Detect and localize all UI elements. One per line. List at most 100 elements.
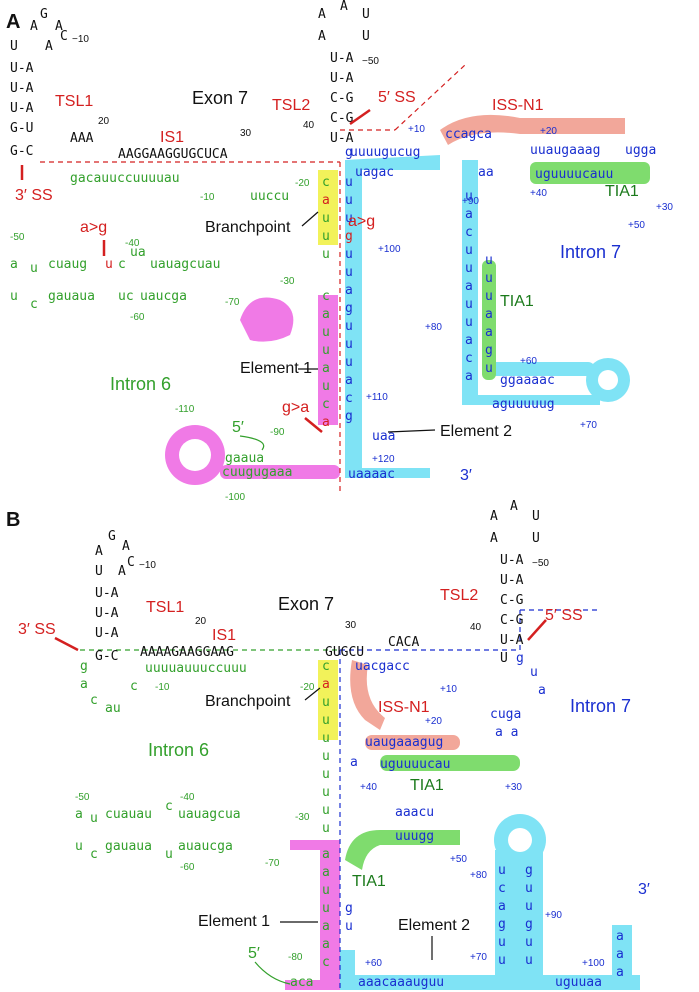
num-p20-b: +20: [425, 716, 442, 727]
num-p60-b: +60: [365, 958, 382, 969]
svg-text:u: u: [322, 731, 330, 746]
svg-text:c: c: [322, 955, 330, 970]
is1-label-b: IS1: [212, 627, 236, 644]
ss3-arrow-b: [54, 636, 79, 652]
svg-text:c: c: [322, 397, 330, 412]
svg-text:U-A: U-A: [330, 51, 354, 66]
element1-label-a: Element 1: [240, 360, 312, 377]
mutation-ga-a: g>a: [282, 399, 309, 416]
intron7-stem-highlight: [462, 160, 600, 405]
intron7-hairpin-hole-b: [508, 828, 532, 852]
svg-text:u: u: [465, 189, 473, 204]
exon7-label-b: Exon 7: [278, 594, 334, 614]
tia1-highlight-a1: [530, 162, 650, 184]
svg-text:u: u: [345, 247, 353, 262]
num-40-b: 40: [470, 622, 482, 633]
svg-text:g: g: [345, 301, 353, 316]
tail-highlight-b: [612, 925, 632, 985]
intron7-stem-b2: uca guu guu guu: [498, 863, 533, 968]
svg-text:c: c: [118, 257, 126, 272]
exon7-label-a: Exon 7: [192, 88, 248, 108]
tia1-label-b2: TIA1: [352, 873, 386, 890]
prime5-a: 5′: [232, 419, 244, 436]
tia1-label-a1: TIA1: [605, 183, 639, 200]
svg-text:g: g: [525, 917, 533, 932]
svg-text:u: u: [322, 247, 330, 262]
branch-column-a: ca uuu: [322, 175, 330, 262]
element2-highlight-b: [340, 950, 640, 990]
svg-text:u: u: [75, 839, 83, 854]
svg-text:C-G: C-G: [330, 91, 354, 106]
num-p90-b: +90: [545, 910, 562, 921]
num-40: 40: [303, 120, 315, 131]
svg-text:cuga: cuga: [490, 707, 521, 722]
num-m40-a: -40: [125, 238, 140, 249]
svg-text:uauagcua: uauagcua: [178, 807, 241, 822]
svg-text:a: a: [322, 307, 330, 322]
intron7-a-b: a: [350, 755, 358, 770]
prime3-b: 3′: [638, 881, 650, 898]
svg-text:g: g: [345, 229, 353, 244]
svg-text:A: A: [510, 499, 518, 514]
num-p100-a: +100: [378, 244, 401, 255]
num-p90-a: +90: [462, 196, 479, 207]
intron7-label-a: Intron 7: [560, 242, 621, 262]
svg-text:a: a: [465, 369, 473, 384]
num-20-b: 20: [195, 616, 207, 627]
tail-b: uguuaa: [555, 975, 602, 990]
num-m70-a: -70: [225, 297, 240, 308]
svg-text:U: U: [95, 564, 103, 579]
branchpoint-label-b: Branchpoint: [205, 693, 291, 710]
svg-text:U-A: U-A: [330, 131, 354, 146]
tsl2-label: TSL2: [272, 97, 310, 114]
intron7-stem-b: uuu aag u: [485, 253, 493, 376]
tia-seq-b: uaugaaagug: [365, 735, 443, 750]
ss5-arrow-b: [527, 619, 547, 641]
svg-text:u: u: [345, 919, 353, 934]
num-m40-b: -40: [180, 792, 195, 803]
svg-text:C-G: C-G: [500, 593, 524, 608]
svg-text:U-A: U-A: [500, 553, 524, 568]
svg-text:a: a: [75, 807, 83, 822]
tia-seq-a: uuaugaaag: [530, 143, 600, 158]
svg-text:G-C: G-C: [95, 649, 118, 664]
svg-text:u: u: [345, 337, 353, 352]
branchpoint-label-a: Branchpoint: [205, 219, 291, 236]
intron7-uuugg-b: uuugg: [395, 829, 434, 844]
svg-text:a: a: [465, 279, 473, 294]
num-30-b: 30: [345, 620, 357, 631]
num-p120-a: +120: [372, 454, 395, 465]
svg-text:U-A: U-A: [95, 626, 119, 641]
svg-text:u: u: [322, 229, 330, 244]
ss5-diagonal: [394, 64, 466, 131]
intron7-column-a: g uuu gu uag uuu acg: [345, 145, 353, 424]
num-p50-b: +50: [450, 854, 467, 865]
svg-text:gauaua: gauaua: [48, 289, 95, 304]
element2-label-b: Element 2: [398, 917, 470, 934]
svg-text:u: u: [485, 271, 493, 286]
svg-text:u: u: [465, 297, 473, 312]
svg-text:U-A: U-A: [95, 606, 119, 621]
branchpoint-highlight: [318, 170, 338, 245]
svg-text:u: u: [345, 355, 353, 370]
svg-text:a: a: [322, 361, 330, 376]
svg-text:a: a: [322, 847, 330, 862]
num-m110-a: -110: [175, 404, 195, 415]
tia-bottom-a: uguuuucauu: [535, 167, 613, 182]
num-m10-b: -10: [155, 682, 170, 693]
svg-text:gauaua: gauaua: [105, 839, 152, 854]
intron6-label-a: Intron 6: [110, 374, 171, 394]
intron6-stem-highlight: [220, 465, 340, 479]
svg-text:u: u: [322, 901, 330, 916]
tia-seq2-a: ugga: [625, 143, 656, 158]
element1-column-b: aau uaa c: [322, 847, 330, 970]
svg-text:u: u: [30, 261, 38, 276]
num-m60-a: -60: [130, 312, 145, 323]
num-p110-a: +110: [366, 392, 388, 403]
